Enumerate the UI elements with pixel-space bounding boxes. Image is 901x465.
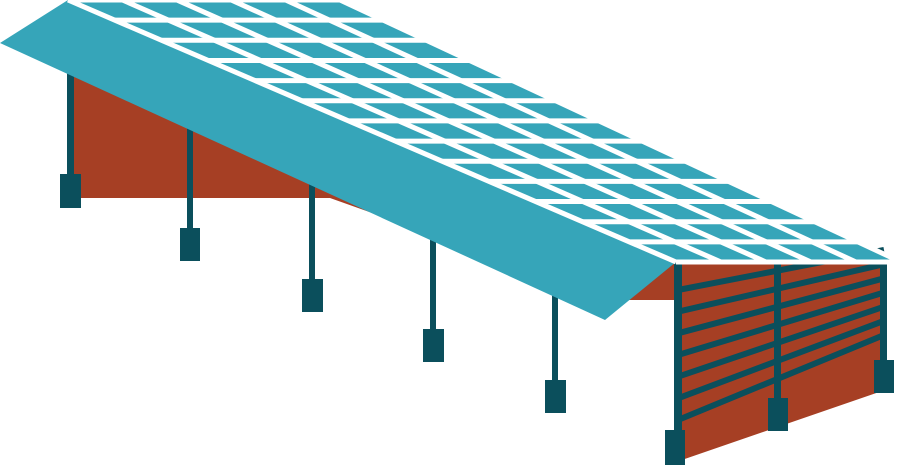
- end-foot-middle: [768, 398, 788, 431]
- front-post-2-foot: [302, 279, 323, 312]
- front-posts: [180, 125, 566, 413]
- panel-column-line: [338, 0, 901, 265]
- front-post-3: [430, 235, 436, 335]
- panel-column-line: [284, 0, 858, 265]
- front-post-2: [309, 180, 315, 285]
- end-foot-right: [874, 360, 894, 393]
- panel-column-line: [121, 0, 723, 265]
- panel-column-line: [67, 0, 677, 265]
- front-post-4: [552, 290, 558, 385]
- end-post-left: [674, 262, 682, 442]
- front-post-1: [187, 125, 193, 235]
- solar-panel-grid: [67, 0, 901, 265]
- end-foot-left: [665, 430, 685, 465]
- front-post-4-foot: [545, 380, 566, 413]
- back-post: [67, 70, 74, 180]
- front-post-1-foot: [180, 228, 200, 261]
- end-post-middle: [774, 262, 781, 412]
- front-post-3-foot: [423, 329, 444, 362]
- back-post-foot: [60, 174, 81, 208]
- panel-column-line: [230, 0, 813, 265]
- panel-column-line: [175, 0, 768, 265]
- end-post-right: [880, 262, 887, 372]
